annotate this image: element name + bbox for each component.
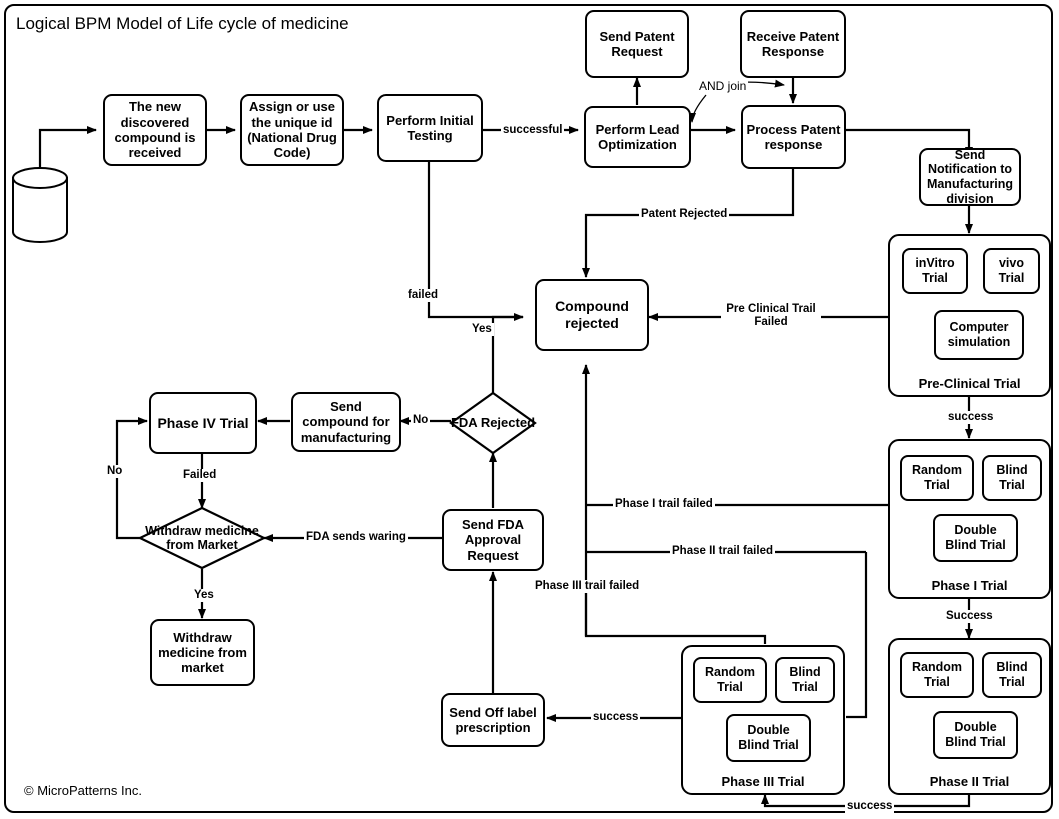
node-phase2-double-blind-trial[interactable]: Double Blind Trial — [933, 711, 1018, 759]
edge-label-phase1-success: Success — [944, 610, 995, 624]
node-phase1-blind-trial[interactable]: Blind Trial — [982, 455, 1042, 501]
edge-label-withdraw-yes: Yes — [192, 589, 216, 603]
group-phase-iii-trial[interactable]: Random Trial Blind Trial Double Blind Tr… — [681, 645, 845, 795]
group-preclinical-trial[interactable]: inVitro Trial vivo Trial Computer simula… — [888, 234, 1051, 397]
edge-label-successful: successful — [501, 124, 565, 138]
node-process-patent-response[interactable]: Process Patent response — [741, 105, 846, 169]
node-vivo-trial[interactable]: vivo Trial — [983, 248, 1040, 294]
decision-fda-rejected[interactable]: FDA Rejected — [449, 391, 537, 455]
node-computer-simulation[interactable]: Computer simulation — [934, 310, 1024, 360]
page-title: Logical BPM Model of Life cycle of medic… — [16, 14, 349, 33]
node-receive-patent-response[interactable]: Receive Patent Response — [740, 10, 846, 78]
edge-label-phase2-success: success — [845, 800, 895, 814]
edge-label-no-manufacturing: No — [411, 414, 431, 428]
edge-label-and-join: AND join — [697, 79, 749, 94]
edge-label-failed: failed — [406, 289, 441, 303]
node-phase3-blind-trial[interactable]: Blind Trial — [775, 657, 835, 703]
group-phase-iii-trial-label: Phase III Trial — [721, 774, 805, 789]
node-send-off-label-prescription[interactable]: Send Off label prescription — [441, 693, 545, 747]
node-phase-iv-trial[interactable]: Phase IV Trial — [149, 392, 257, 454]
edge-label-phase3-success: success — [591, 711, 641, 725]
decision-withdraw-medicine[interactable]: Withdraw medicine from Market — [137, 506, 267, 570]
node-new-compound[interactable]: The new discovered compound is received — [103, 94, 207, 166]
group-phase-ii-trial[interactable]: Random Trial Blind Trial Double Blind Tr… — [888, 638, 1051, 795]
group-preclinical-trial-label: Pre-Clinical Trial — [918, 376, 1021, 391]
edge-label-preclinical-success: success — [946, 411, 996, 425]
edge-label-phase-iv-failed: Failed — [181, 469, 219, 483]
edge-label-fda-sends-waring: FDA sends waring — [304, 531, 408, 545]
node-phase3-random-trial[interactable]: Random Trial — [693, 657, 767, 703]
edge-label-patent-rejected: Patent Rejected — [639, 208, 730, 222]
node-withdraw-medicine-from-market[interactable]: Withdraw medicine from market — [150, 619, 255, 686]
node-perform-lead-optimization[interactable]: Perform Lead Optimization — [584, 106, 691, 168]
node-perform-initial-testing[interactable]: Perform Initial Testing — [377, 94, 483, 162]
node-send-notification-manufacturing[interactable]: Send Notification to Manufacturing divis… — [919, 148, 1021, 206]
edge-label-phase1-trail-failed: Phase I trail failed — [613, 498, 715, 512]
diagram-frame — [4, 4, 1053, 813]
group-phase-i-trial[interactable]: Random Trial Blind Trial Double Blind Tr… — [888, 439, 1051, 599]
edge-label-phase3-trail-failed: Phase III trail failed — [533, 580, 642, 594]
node-invitro-trial[interactable]: inVitro Trial — [902, 248, 968, 294]
group-phase-ii-trial-label: Phase II Trial — [929, 774, 1010, 789]
edge-label-preclinical-trail-failed: Pre Clinical Trail Failed — [721, 303, 821, 330]
node-compound-rejected[interactable]: Compound rejected — [535, 279, 649, 351]
node-phase1-double-blind-trial[interactable]: Double Blind Trial — [933, 514, 1018, 562]
group-phase-i-trial-label: Phase I Trial — [931, 578, 1008, 593]
edge-label-yes-compound-rejected: Yes — [470, 323, 494, 337]
node-assign-unique-id[interactable]: Assign or use the unique id (National Dr… — [240, 94, 344, 166]
node-phase1-random-trial[interactable]: Random Trial — [900, 455, 974, 501]
node-phase2-random-trial[interactable]: Random Trial — [900, 652, 974, 698]
node-phase3-double-blind-trial[interactable]: Double Blind Trial — [726, 714, 811, 762]
node-phase2-blind-trial[interactable]: Blind Trial — [982, 652, 1042, 698]
copyright-notice: © MicroPatterns Inc. — [24, 783, 142, 798]
node-send-fda-approval-request[interactable]: Send FDA Approval Request — [442, 509, 544, 571]
node-send-compound-for-manufacturing[interactable]: Send compound for manufacturing — [291, 392, 401, 452]
edge-label-phase2-trail-failed: Phase II trail failed — [670, 545, 775, 559]
edge-label-withdraw-no: No — [105, 465, 125, 479]
node-send-patent-request[interactable]: Send Patent Request — [585, 10, 689, 78]
